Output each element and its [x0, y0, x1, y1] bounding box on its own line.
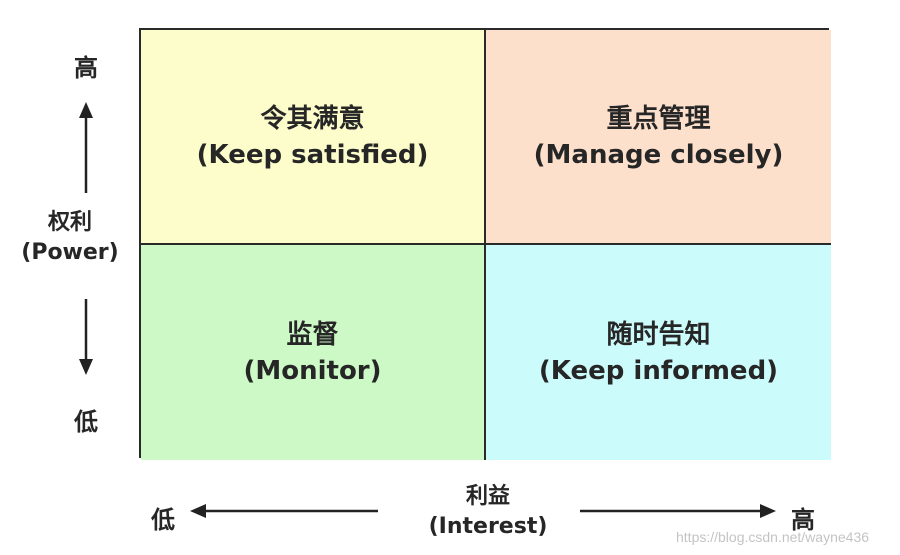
- watermark-text: https://blog.csdn.net/wayne436: [676, 529, 870, 545]
- quadrant-subtitle: (Monitor): [243, 355, 382, 386]
- arrow-right-icon: [580, 504, 776, 518]
- x-axis-subtitle: (Interest): [428, 514, 548, 539]
- quadrant-manage-closely: 重点管理 (Manage closely): [486, 30, 831, 245]
- quadrant-title: 令其满意: [260, 103, 365, 134]
- quadrant-matrix: 令其满意 (Keep satisfied) 重点管理 (Manage close…: [139, 28, 831, 460]
- quadrant-title: 重点管理: [606, 103, 711, 134]
- y-axis-high-label: 高: [74, 54, 98, 82]
- x-axis-low-label: 低: [151, 506, 175, 534]
- quadrant-keep-satisfied: 令其满意 (Keep satisfied): [141, 30, 486, 245]
- arrow-up-icon: [79, 102, 93, 193]
- quadrant-monitor: 监督 (Monitor): [141, 245, 486, 460]
- arrow-left-icon: [190, 504, 378, 518]
- quadrant-title: 监督: [286, 319, 339, 350]
- x-axis-label: 利益 (Interest): [400, 482, 576, 542]
- quadrant-title: 随时告知: [606, 319, 711, 350]
- y-axis-low-label: 低: [74, 408, 98, 436]
- quadrant-subtitle: (Keep informed): [538, 355, 779, 386]
- x-axis-high-label: 高: [791, 506, 815, 534]
- y-axis-label: 权利 (Power): [12, 208, 128, 268]
- x-axis-title: 利益: [465, 484, 510, 509]
- quadrant-subtitle: (Manage closely): [533, 139, 784, 170]
- y-axis-title: 权利: [47, 210, 92, 235]
- arrow-down-icon: [79, 299, 93, 375]
- quadrant-subtitle: (Keep satisfied): [196, 139, 429, 170]
- quadrant-keep-informed: 随时告知 (Keep informed): [486, 245, 831, 460]
- y-axis-subtitle: (Power): [21, 240, 119, 265]
